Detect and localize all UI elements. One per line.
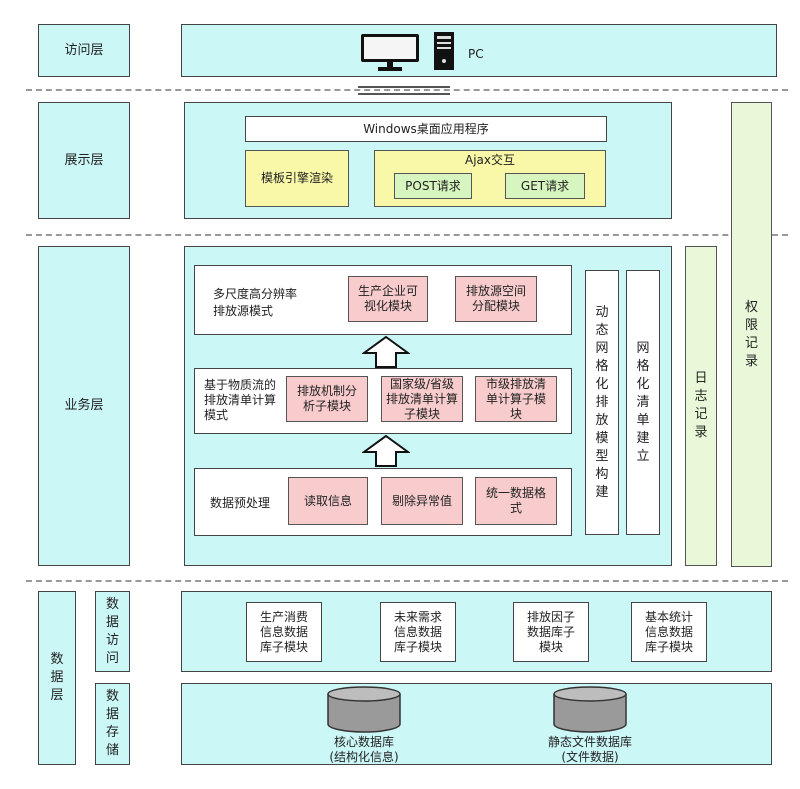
remove-outliers-module: 剔除异常值 (381, 477, 463, 525)
monitor-icon (361, 34, 419, 71)
dynamic-grid-model-label: 动态网格化排放模型构建 (595, 304, 609, 500)
core-db-sub-label: (结构化信息) (329, 749, 399, 764)
dynamic-grid-model-box: 动态网格化排放模型构建 (585, 270, 619, 535)
separator-business-data (26, 580, 788, 582)
layer-label-data: 数据层 (38, 591, 76, 765)
material-flow-mode-label: 基于物质流的排放清单计算模式 (204, 378, 277, 422)
access-layer-panel: PC (181, 24, 777, 77)
get-request-box: GET请求 (505, 173, 585, 199)
basic-stats-db-module: 基本统计信息数据库子模块 (631, 602, 707, 662)
data-storage-panel (181, 683, 772, 765)
enterprise-vis-module: 生产企业可视化模块 (348, 276, 428, 322)
source-alloc-module: 排放源空间分配模块 (455, 276, 537, 322)
separator-access-display (26, 89, 788, 91)
grid-inventory-box: 网格化清单建立 (626, 270, 660, 535)
production-db-module: 生产消费信息数据库子模块 (246, 602, 322, 662)
log-record-label: 日志记录 (694, 371, 708, 440)
city-calc-module: 市级排放清单计算子模块 (475, 376, 557, 422)
future-demand-db-module: 未来需求信息数据库子模块 (380, 602, 456, 662)
pc-label: PC (468, 47, 484, 61)
log-record-box: 日志记录 (685, 246, 717, 566)
provincial-calc-module: 国家级/省级排放清单计算子模块 (381, 376, 463, 422)
data-layer-label: 数据层 (50, 652, 64, 703)
static-db-label: 静态文件数据库 (547, 734, 632, 749)
post-request-box: POST请求 (394, 173, 472, 199)
data-access-label: 数据访问 (105, 596, 119, 666)
data-storage-label: 数据存储 (105, 689, 119, 758)
permission-record-label: 权限记录 (744, 299, 758, 369)
multi-scale-mode-label: 多尺度高分辨率排放源模式 (213, 287, 298, 318)
layer-label-access: 访问层 (38, 24, 130, 77)
emission-factor-db-module: 排放因子数据库子模块 (513, 602, 589, 662)
arrow-up-icon (362, 434, 410, 467)
grid-inventory-label: 网格化清单建立 (636, 340, 650, 464)
database-icon (553, 686, 627, 733)
read-info-module: 读取信息 (288, 477, 368, 525)
layer-label-display: 展示层 (38, 102, 130, 219)
static-db-sub-label: (文件数据) (561, 749, 619, 764)
windows-app-box: Windows桌面应用程序 (245, 116, 607, 142)
layer-label-data-storage: 数据存储 (95, 683, 130, 765)
preprocess-label: 数据预处理 (210, 496, 271, 510)
mechanism-analysis-module: 排放机制分析子模块 (286, 376, 368, 422)
arrow-up-icon (362, 335, 410, 368)
template-engine-box: 模板引擎渲染 (245, 150, 349, 207)
ajax-title: Ajax交互 (465, 152, 515, 167)
layer-label-business: 业务层 (38, 246, 130, 566)
separator-display-business (26, 234, 788, 236)
unify-format-module: 统一数据格式 (475, 477, 557, 525)
permission-record-box: 权限记录 (731, 102, 772, 567)
core-db-label: 核心数据库 (333, 734, 394, 749)
database-icon (327, 686, 401, 733)
connector-lines (358, 84, 450, 98)
layer-label-data-access: 数据访问 (95, 591, 130, 672)
computer-tower-icon (434, 32, 454, 70)
